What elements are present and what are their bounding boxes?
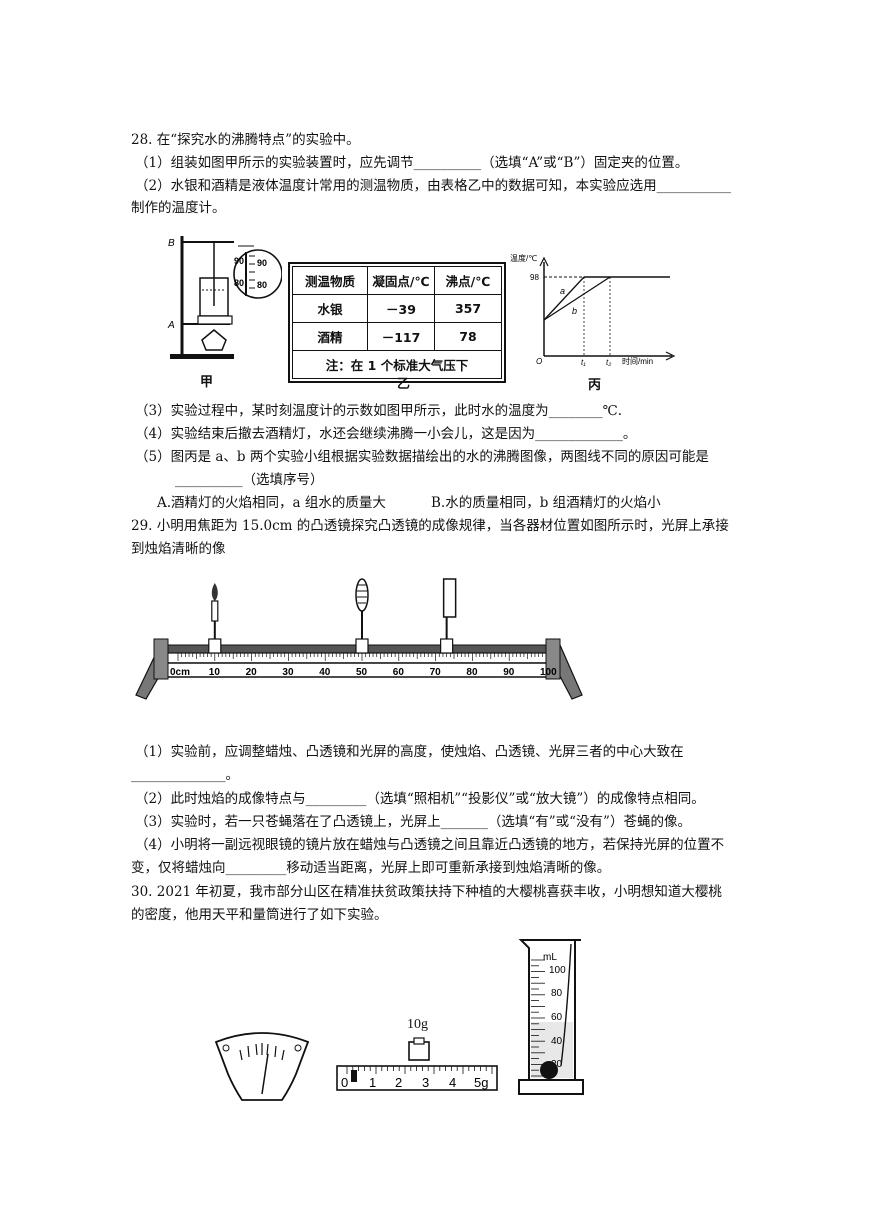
balance-pointer-dial: [214, 1032, 310, 1101]
figure-bing-graph: 温度/℃ 时间/min 98 O a b t₁ t₂: [510, 253, 676, 367]
q29-part2: （2）此时烛焰的成像特点与_________（选填“照相机”“投影仪”或“放大镜…: [135, 791, 705, 807]
cylinder-label: 80: [551, 988, 563, 999]
graph-t2-label: t₂: [606, 358, 611, 367]
table-cell: 357: [434, 294, 502, 323]
q29-part4b: 变，仅将蜡烛向_________移动适当距离，光屏上即可重新承接到烛焰清晰的像。: [131, 860, 611, 876]
graph-origin: O: [536, 357, 542, 366]
rider-label: 2: [395, 1075, 402, 1090]
q28-part2a: （2）水银和酒精是液体温度计常用的测温物质，由表格乙中的数据可知，本实验应选用_…: [135, 178, 731, 194]
bench-scale-label: 80: [466, 667, 478, 678]
q29-part3: （3）实验时，若一只苍蝇落在了凸透镜上，光屏上_______（选填“有”或“没有…: [135, 814, 691, 830]
q28-part5b: __________（选填序号）: [175, 472, 324, 488]
measuring-cylinder: mL 100 80 60 40 20: [518, 939, 584, 1095]
bench-scale-labels: 0cm 10 20 30 40 50 60 70 80 90 100: [170, 667, 557, 678]
zoom-label-90-right: 90: [257, 258, 267, 268]
rider-label: 3: [422, 1075, 429, 1090]
bench-scale-label: 40: [319, 667, 331, 678]
bench-tick-marks: [177, 653, 547, 661]
cherry-icon: [540, 1061, 558, 1079]
bench-scale-label: 20: [246, 667, 258, 678]
scale-label-80: 80: [234, 278, 244, 288]
q28-part5a: （5）图丙是 a、b 两个实验小组根据实验数据描绘出的水的沸腾图像，两图线不同的…: [135, 449, 709, 465]
figure-yi-table: 测温物质 凝固点/℃ 沸点/℃ 水银 －39 357 酒精 －117 78 注：…: [288, 262, 506, 383]
q30-stem-a: 30. 2021 年初夏，我市部分山区在精准扶贫政策扶持下种植的大樱桃喜获丰收，…: [131, 884, 722, 900]
light-screen: [440, 578, 457, 654]
bench-scale-label: 30: [282, 667, 294, 678]
rider-slider: [351, 1070, 357, 1082]
graph-y-tick-98: 98: [530, 273, 539, 282]
table-header: 凝固点/℃: [367, 266, 435, 295]
bench-scale-label: 50: [356, 667, 368, 678]
q28-part4: （4）实验结束后撤去酒精灯，水还会继续沸腾一小会儿，这是因为__________…: [135, 426, 637, 442]
table-note: 注：在 1 个标准大气压下: [292, 350, 502, 379]
table-cell: 酒精: [292, 322, 368, 351]
q28-stem: 28. 在“探究水的沸腾特点”的实验中。: [131, 132, 360, 148]
q30-stem-b: 的密度，他用天平和量筒进行了如下实验。: [131, 907, 388, 923]
table-header: 沸点/℃: [434, 266, 502, 295]
q28-part3: （3）实验过程中，某时刻温度计的示数如图甲所示，此时水的温度为________℃…: [135, 403, 622, 419]
q29-part1a: （1）实验前，应调整蜡烛、凸透镜和光屏的高度，使烛焰、凸透镜、光屏三者的中心大致…: [135, 744, 684, 760]
q28-part2b: 制作的温度计。: [131, 200, 226, 216]
rider-label: 5g: [474, 1075, 488, 1090]
zoom-label-80-right: 80: [257, 280, 267, 290]
bench-scale-label: 70: [430, 667, 442, 678]
convex-lens: [355, 578, 369, 654]
cylinder-label: 20: [551, 1059, 563, 1070]
weight-label: 10g: [407, 1017, 428, 1032]
bench-scale-label: 10: [209, 667, 221, 678]
table-cell: －117: [367, 322, 435, 351]
table-cell: 78: [434, 322, 502, 351]
figure-jia-caption: 甲: [200, 375, 214, 390]
graph-x-axis-label: 时间/min: [622, 356, 653, 366]
candle: [208, 583, 222, 654]
q29-part1b: ______________。: [131, 767, 239, 783]
q28-option-a: A.酒精灯的火焰相同，a 组水的质量大: [157, 495, 386, 511]
table-header: 测温物质: [292, 266, 368, 295]
table-cell: －39: [367, 294, 435, 323]
q29-stem-b: 到烛焰清晰的像: [131, 541, 226, 557]
optical-bench-figure: 0cm 10 20 30 40 50 60 70 80 90 100: [135, 578, 583, 700]
clamp-a-label: A: [167, 320, 175, 331]
bench-scale-label: 100: [540, 667, 557, 678]
graph-y-axis-label: 温度/℃: [510, 253, 537, 263]
bench-scale-label: 90: [503, 667, 515, 678]
figure-bing-caption: 丙: [588, 378, 602, 393]
graph-line-b-label: b: [572, 306, 577, 316]
q28-part1: （1）组装如图甲所示的实验装置时，应先调节__________（选填“A”或“B…: [135, 155, 689, 171]
q29-part4a: （4）小明将一副远视眼镜的镜片放在蜡烛与凸透镜之间且靠近凸透镜的地方，若保持光屏…: [135, 837, 725, 853]
cylinder-unit: mL: [543, 952, 557, 963]
rider-label: 1: [369, 1075, 376, 1090]
q28-option-b: B.水的质量相同，b 组酒精灯的火焰小: [431, 495, 661, 511]
bench-scale-label: 0cm: [170, 667, 190, 678]
q29-stem-a: 29. 小明用焦距为 15.0cm 的凸透镜探究凸透镜的成像规律，当各器材位置如…: [131, 518, 729, 534]
rider-beam-figure: 0 1 2 3 4 5g: [336, 1037, 498, 1091]
10g-weight-icon: [408, 1041, 430, 1061]
scale-label-90: 90: [234, 256, 244, 266]
cylinder-label: 60: [551, 1012, 563, 1023]
rider-label: 4: [449, 1075, 456, 1090]
bench-scale-label: 60: [393, 667, 405, 678]
figure-jia-apparatus: B A 90 80 90 80: [167, 236, 282, 359]
graph-t1-label: t₁: [581, 358, 586, 367]
rider-label: 0: [341, 1075, 348, 1090]
cylinder-label: 100: [549, 965, 566, 976]
table-cell: 水银: [292, 294, 368, 323]
graph-line-a-label: a: [560, 286, 565, 296]
figure-yi-caption: 乙: [397, 377, 411, 392]
clamp-b-label: B: [168, 238, 175, 249]
cylinder-label: 40: [551, 1036, 563, 1047]
